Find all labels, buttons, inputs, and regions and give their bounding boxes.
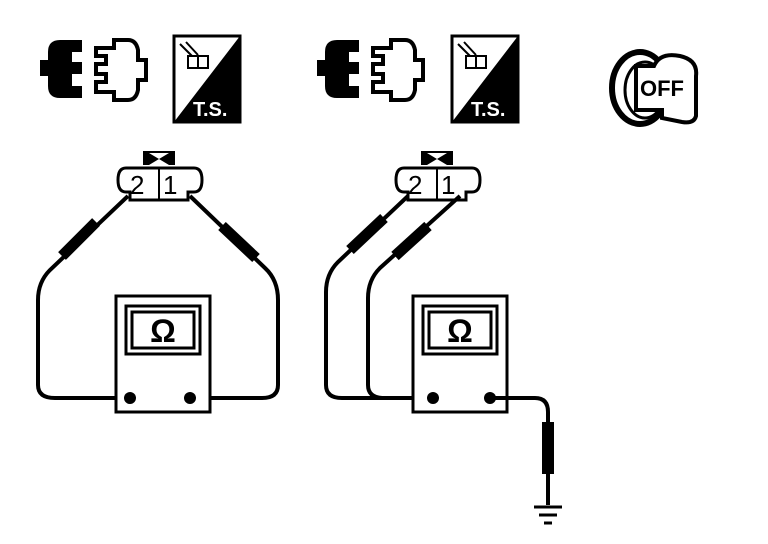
ts-icon: T.S. bbox=[450, 34, 520, 124]
connector-disconnect-icon bbox=[317, 38, 425, 102]
pin-label-1: 1 bbox=[441, 170, 455, 200]
key-off-label: OFF bbox=[640, 76, 684, 101]
pin-label-2: 2 bbox=[130, 170, 144, 200]
ignition-key-off-icon: OFF bbox=[609, 49, 699, 127]
left-continuity-test bbox=[36, 151, 280, 414]
connector-disconnect-icon bbox=[40, 38, 148, 102]
ohmmeter-symbol: Ω bbox=[447, 313, 473, 349]
right-ground-test bbox=[324, 151, 562, 525]
ohmmeter-symbol: Ω bbox=[150, 313, 176, 349]
pin-label-1: 1 bbox=[163, 170, 177, 200]
ts-label: T.S. bbox=[193, 99, 227, 121]
ts-icon: T.S. bbox=[172, 34, 242, 124]
pin-label-2: 2 bbox=[408, 170, 422, 200]
ts-label: T.S. bbox=[471, 99, 505, 121]
